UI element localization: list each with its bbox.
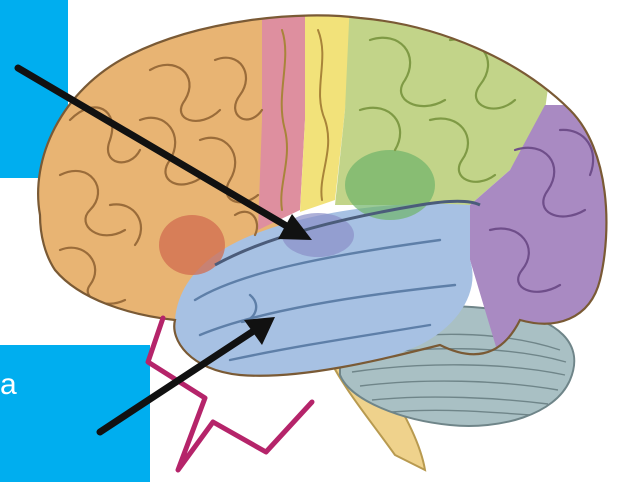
arrowhead-1 [278, 214, 312, 240]
arrow-to-lateral-sulcus [14, 64, 294, 232]
bottom-label-text: a [0, 368, 17, 401]
wernicke-area [345, 150, 435, 220]
temporal-gyri [193, 238, 457, 362]
brain-outline [37, 14, 608, 377]
lateral-sulcus [214, 199, 481, 267]
occipital-gyri [488, 128, 595, 293]
auditory-area [282, 213, 354, 257]
arrow-to-temporal-lobe [96, 326, 259, 436]
premotor-strip [258, 15, 312, 230]
broca-area [159, 215, 225, 275]
motor-strip [300, 15, 355, 212]
bracket-marking-temporal-lobe [145, 315, 315, 473]
strip-gyri [280, 29, 330, 211]
arrowhead-2 [244, 317, 275, 345]
